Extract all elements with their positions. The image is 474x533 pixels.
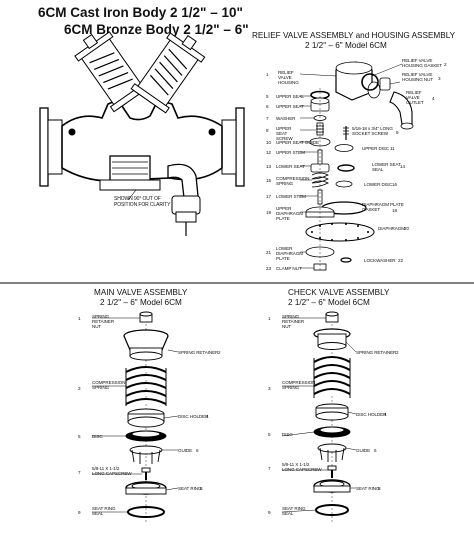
- cv-number-1: 1: [268, 316, 271, 321]
- label-upper-seat-guide: UPPER SEAT GUIDE: [276, 140, 319, 145]
- label-upper-diaphragm-plate: UPPER DIAPHRAGM PLATE: [276, 206, 303, 221]
- title-line-1: 6CM Cast Iron Body 2 1/2" – 10": [38, 5, 243, 20]
- label-number-5: 5: [266, 94, 269, 99]
- cv-label-seat-ring: SEAT RING: [356, 486, 380, 491]
- label-outlet: RELIEF VALVE OUTLET: [406, 90, 424, 105]
- cv-number-5: 5: [268, 432, 271, 437]
- relief-section-title: RELIEF VALVE ASSEMBLY and HOUSING ASSEMB…: [252, 31, 456, 40]
- label-number-8: 8: [266, 128, 269, 133]
- mv-label-disc: DISC: [92, 434, 103, 439]
- label-number-10: 10: [266, 140, 271, 145]
- label-number-13: 13: [266, 164, 271, 169]
- mv-number-9: 9: [78, 510, 81, 515]
- label-upper-seat: UPPER SEAT: [276, 104, 304, 109]
- cv-number-4: 4: [384, 412, 387, 417]
- label-washer: WASHER: [276, 116, 296, 121]
- label-lockwasher: LOCKWASHER: [364, 258, 396, 263]
- valve-body-drawing: [39, 31, 245, 236]
- label-lower-disc: LOWER DISC: [364, 182, 393, 187]
- label-housing-gasket: RELIEF VALVE HOUSING GASKET: [402, 58, 442, 68]
- label-number-14: 14: [400, 164, 405, 169]
- cv-number-8: 8: [378, 486, 381, 491]
- cv-number-9: 9: [268, 510, 271, 515]
- mv-number-1: 1: [78, 316, 81, 321]
- cv-number-6: 6: [374, 448, 377, 453]
- label-socket-screw: 5/16-18 x 3/4" LONG SOCKET SCREW: [352, 126, 393, 136]
- label-compression-spring: COMPRESSION SPRING: [276, 176, 310, 186]
- relief-leader-lines: [299, 63, 403, 269]
- cv-label-disc-holder: DISC HOLDER: [356, 412, 387, 417]
- main-valve-section-title: MAIN VALVE ASSEMBLY: [94, 288, 188, 297]
- mv-label-seat-ring: SEAT RING: [178, 486, 202, 491]
- check-valve-exploded-drawing: [313, 311, 351, 522]
- label-number-12: 12: [266, 150, 271, 155]
- check-valve-section-title: CHECK VALVE ASSEMBLY: [288, 288, 390, 297]
- mv-label-capscrew: 5/8-11 X 1-1/2 LONG CAPSCREW: [92, 466, 132, 476]
- cv-label-compression-spring: COMPRESSION SPRING: [282, 380, 316, 390]
- label-lower-diaphragm-plate: LOWER DIAPHRAGM PLATE: [276, 246, 303, 261]
- cv-number-7: 7: [268, 466, 271, 471]
- label-number-18: 18: [392, 208, 397, 213]
- mv-label-compression-spring: COMPRESSION SPRING: [92, 380, 126, 390]
- rotation-note: SHOWN 90° OUT OF POSITION FOR CLARITY: [114, 196, 171, 208]
- mv-number-7: 7: [78, 470, 81, 475]
- label-lower-stem: LOWER STEM: [276, 194, 306, 199]
- label-number-11: 11: [390, 146, 395, 151]
- label-number-23: 23: [266, 266, 271, 271]
- label-diaphragm-plate-gasket: DIAPHRAGM PLATE GASKET: [362, 202, 404, 212]
- label-number-21: 21: [266, 250, 271, 255]
- mv-label-disc-holder: DISC HOLDER: [178, 414, 209, 419]
- label-upper-seat-screw: UPPER SEAT SCREW: [276, 126, 293, 141]
- label-diaphragm: DIAPHRAGM: [378, 226, 405, 231]
- cv-number-2: 2: [396, 350, 399, 355]
- mv-number-6: 6: [196, 448, 199, 453]
- mv-number-4: 4: [206, 414, 209, 419]
- label-number-2: 2: [444, 62, 447, 67]
- label-number-22: 22: [398, 258, 403, 263]
- label-upper-seal: UPPER SEAL: [276, 94, 304, 99]
- label-number-7: 7: [266, 116, 269, 121]
- label-upper-disc: UPPER DISC: [362, 146, 390, 151]
- cv-label-capscrew: 5/8-11 X 1-1/2 LONG CAPSCREW: [282, 462, 322, 472]
- label-number-19: 19: [266, 210, 271, 215]
- cv-label-guide: GUIDE: [356, 448, 371, 453]
- main-valve-exploded-drawing: [123, 311, 169, 522]
- label-number-16: 16: [392, 182, 397, 187]
- label-number-15: 15: [266, 178, 271, 183]
- main-valve-section-subtitle: 2 1/2" – 6" Model 6CM: [100, 298, 182, 307]
- label-clamp-nut: CLAMP NUT: [276, 266, 302, 271]
- label-number-17: 17: [266, 194, 271, 199]
- mv-number-2: 2: [218, 350, 221, 355]
- check-valve-leader-lines: [281, 317, 357, 513]
- mv-number-5: 5: [78, 434, 81, 439]
- label-number-6: 6: [266, 104, 269, 109]
- cv-label-spring-retainer-nut: SPRING RETAINER NUT: [282, 314, 305, 329]
- relief-section-subtitle: 2 1/2" – 6" Model 6CM: [305, 41, 387, 50]
- mv-label-guide: GUIDE: [178, 448, 193, 453]
- cv-label-disc: DISC: [282, 432, 293, 437]
- cv-label-seat-ring-seal: SEAT RING SEAL: [282, 506, 306, 516]
- label-number-1: 1: [266, 72, 269, 77]
- label-number-20: 20: [404, 226, 409, 231]
- relief-valve-exploded-drawing: [305, 61, 414, 272]
- label-upper-stem: UPPER STEM: [276, 150, 305, 155]
- label-number-9: 9: [396, 130, 399, 135]
- mv-number-3: 3: [78, 386, 81, 391]
- label-number-3: 3: [438, 76, 441, 81]
- label-lower-seat: LOWER SEAT: [276, 164, 305, 169]
- mv-label-spring-retainer-nut: SPRING RETAINER NUT: [92, 314, 115, 329]
- mv-label-spring-retainer: SPRING RETAINER: [178, 350, 219, 355]
- cv-label-spring-retainer: SPRING RETAINER: [356, 350, 397, 355]
- main-valve-leader-lines: [92, 317, 179, 513]
- mv-label-seat-ring-seal: SEAT RING SEAL: [92, 506, 116, 516]
- label-housing-nut: RELIEF VALVE HOUSING NUT: [402, 72, 434, 82]
- label-relief-housing: RELIEF VALVE HOUSING: [278, 70, 299, 85]
- mv-number-8: 8: [200, 486, 203, 491]
- label-number-4: 4: [432, 96, 435, 101]
- cv-number-3: 3: [268, 386, 271, 391]
- label-lower-seat-seal: LOWER SEAT SEAL: [372, 162, 401, 172]
- check-valve-section-subtitle: 2 1/2" – 6" Model 6CM: [288, 298, 370, 307]
